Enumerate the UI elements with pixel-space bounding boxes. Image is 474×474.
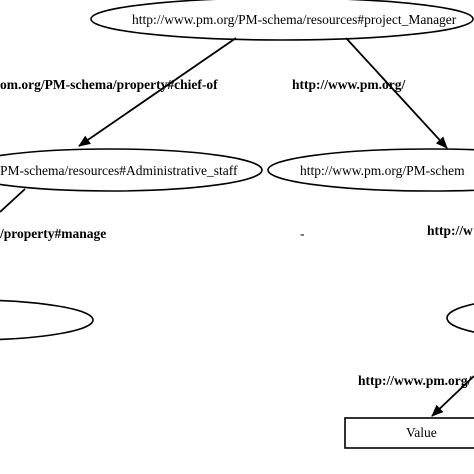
edge-label-right-cut: http://w xyxy=(427,223,473,238)
edge-label-value-property: http://www.pm.org/ xyxy=(358,373,472,388)
edge-value-arrow xyxy=(431,375,474,417)
edge-label-manage: /property#manage xyxy=(0,226,106,241)
edge-chief-of-arrow xyxy=(78,37,237,147)
edge-label-dash: - xyxy=(300,226,305,241)
node-bottom-left xyxy=(0,299,94,341)
node-value-box: Value xyxy=(344,417,474,449)
node-administrative-staff: PM-schema/resources#Administrative_staff xyxy=(0,148,263,192)
node-value-label: Value xyxy=(406,425,437,440)
edge-label-chief-of: om.org/PM-schema/property#chief-of xyxy=(0,77,218,92)
node-administrative-staff-label: PM-schema/resources#Administrative_staff xyxy=(0,163,238,178)
edge-label-right-property: http://www.pm.org/ xyxy=(292,77,406,92)
edge-right-arrow xyxy=(345,37,448,149)
node-bottom-right xyxy=(446,303,474,333)
edge-manage-line xyxy=(0,188,26,213)
node-right-resource-label: http://www.pm.org/PM-schem xyxy=(300,163,465,178)
node-right-resource: http://www.pm.org/PM-schem xyxy=(267,148,474,192)
node-project-manager: http://www.pm.org/PM-schema/resources#pr… xyxy=(90,0,474,41)
node-project-manager-label: http://www.pm.org/PM-schema/resources#pr… xyxy=(132,12,457,27)
